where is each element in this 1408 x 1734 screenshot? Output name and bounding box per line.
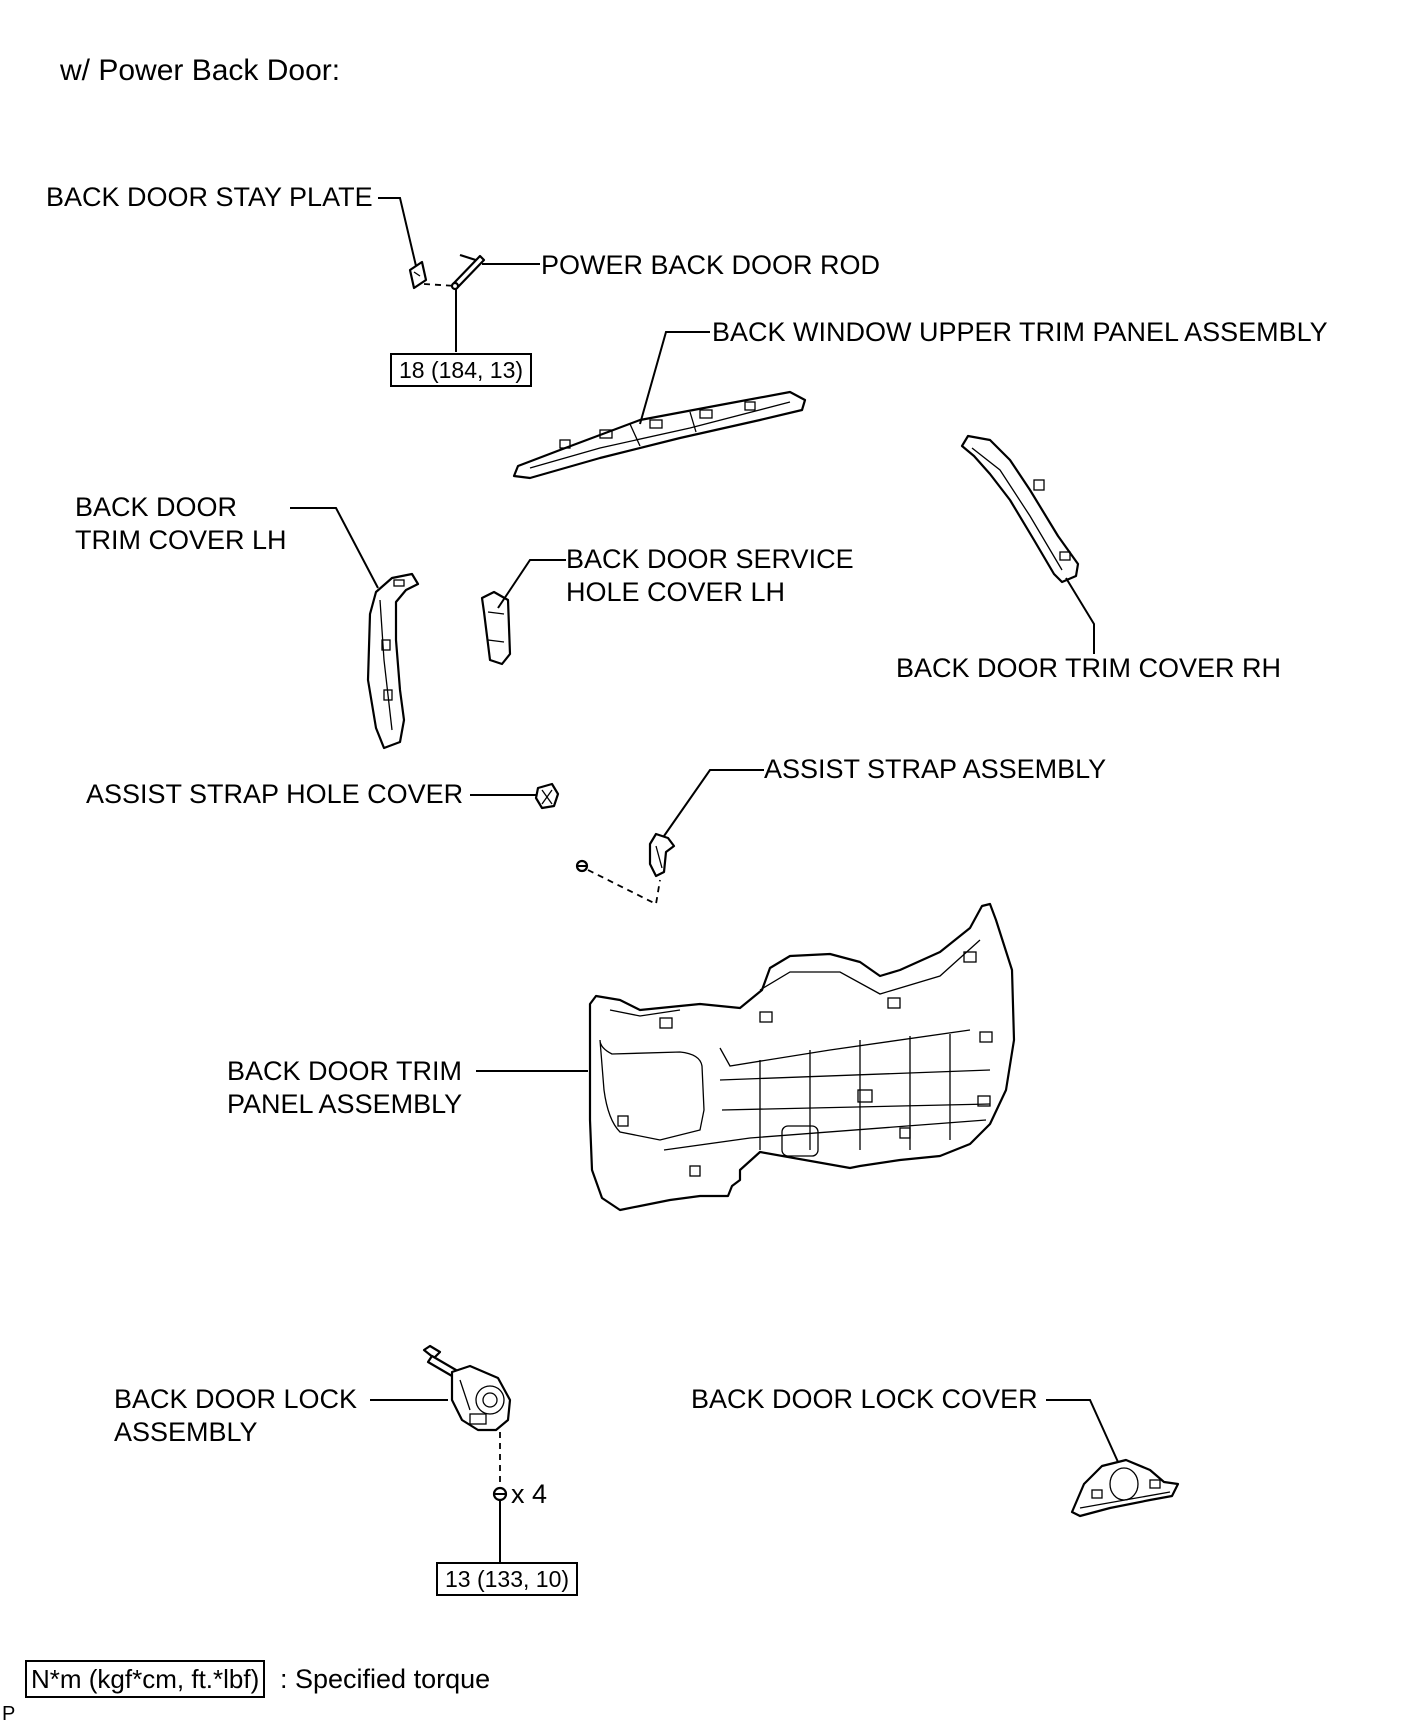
legend-unit-box: N*m (kgf*cm, ft.*lbf) [25,1660,266,1698]
legend-description: : Specified torque [280,1664,491,1694]
service-hole-cover-part [480,590,512,666]
label-lock-assembly-line2: ASSEMBLY [114,1417,258,1447]
label-trim-panel-line1: BACK DOOR TRIM [227,1056,463,1086]
trim-panel-part [588,902,1016,1212]
trim-cover-lh-leader [290,507,379,589]
torque-box-lock: 13 (133, 10) [436,1562,579,1596]
assist-strap-part [648,832,676,878]
label-stay-plate: BACK DOOR STAY PLATE [46,182,373,212]
torque-box-rod: 18 (184, 13) [390,353,533,387]
stay-plate-leader [378,197,417,267]
trim-cover-rh-leader [1065,577,1095,654]
lock-assembly-part [422,1344,512,1432]
assist-strap-screw [575,859,589,873]
label-bolt-quantity: x 4 [511,1479,548,1509]
lock-bolt [492,1486,508,1502]
label-power-back-door-rod: POWER BACK DOOR ROD [541,250,881,280]
assist-strap-leader [663,769,764,837]
label-upper-trim-panel: BACK WINDOW UPPER TRIM PANEL ASSEMBLY [712,317,1328,347]
label-trim-cover-rh: BACK DOOR TRIM COVER RH [896,653,1282,683]
upper-trim-leader [639,331,710,425]
label-trim-cover-lh-line1: BACK DOOR [75,492,238,522]
stay-plate-part [408,260,428,290]
assist-strap-hole-cover-part [534,782,560,810]
power-back-door-rod-part [450,253,486,291]
label-trim-panel-line2: PANEL ASSEMBLY [227,1089,463,1119]
upper-trim-panel-part [512,390,807,480]
label-trim-cover-lh-line2: TRIM COVER LH [75,525,287,555]
service-hole-leader [497,559,566,609]
label-service-hole-line2: HOLE COVER LH [566,577,786,607]
trim-cover-rh-part [960,434,1080,584]
lock-cover-part [1070,1458,1180,1518]
corner-mark: P [2,1703,16,1725]
label-assist-strap-hole-cover: ASSIST STRAP HOLE COVER [86,779,464,809]
assist-strap-screw-path [587,869,661,906]
trim-cover-lh-part [366,572,420,750]
label-lock-assembly-line1: BACK DOOR LOCK [114,1384,358,1414]
diagram-header: w/ Power Back Door: [60,54,341,87]
stay-plate-rod-joint [423,283,457,287]
label-assist-strap-assembly: ASSIST STRAP ASSEMBLY [764,754,1107,784]
lock-cover-leader [1046,1399,1119,1463]
label-lock-cover: BACK DOOR LOCK COVER [691,1384,1038,1414]
label-service-hole-line1: BACK DOOR SERVICE [566,544,854,574]
